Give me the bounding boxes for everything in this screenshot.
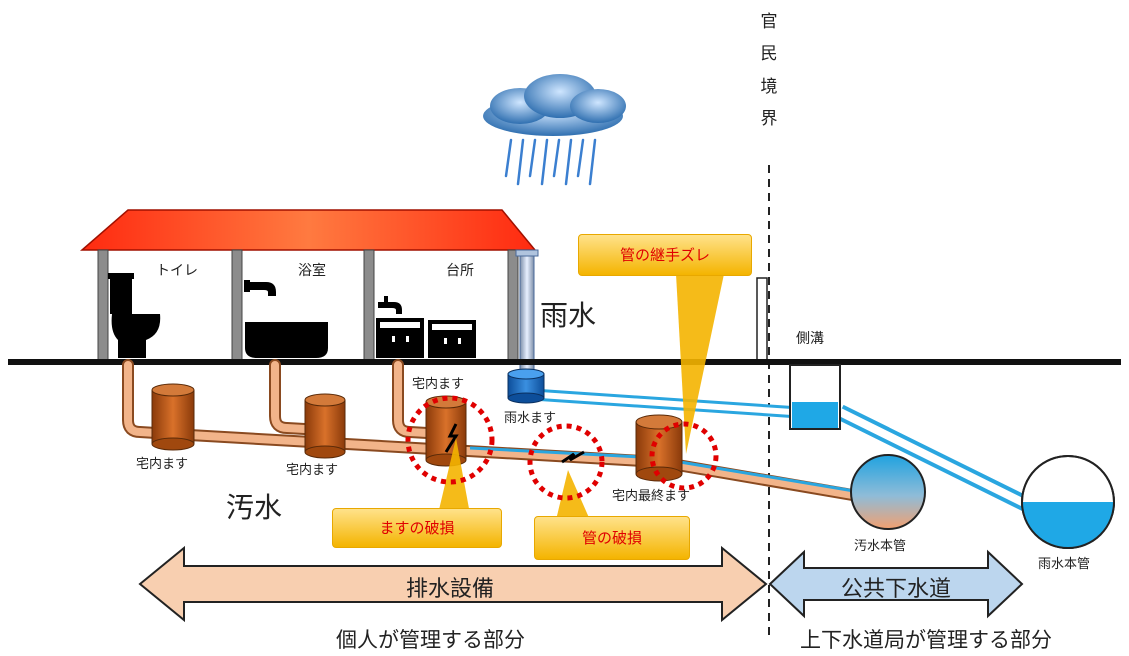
downspout-cap (515, 249, 539, 257)
room-label-toilet: トイレ (156, 263, 198, 279)
rain-main-label: 雨水本管 (1038, 557, 1091, 572)
toilet-icon (108, 273, 161, 358)
faucet-icon (244, 280, 276, 296)
house-pillar (97, 249, 109, 363)
house-pillar (231, 249, 243, 363)
house-pillar (507, 249, 519, 363)
crack-icon (444, 423, 459, 453)
callout-pipe-damage: 管の破損 (534, 516, 690, 560)
side-ditch (789, 364, 841, 430)
house-pillar (363, 249, 375, 363)
rain-main-pipe (1021, 455, 1115, 549)
sewage-main-label: 汚水本管 (854, 539, 907, 554)
rain-basin (507, 368, 545, 404)
final-basin (635, 414, 683, 482)
sewage-label: 汚水 (226, 491, 283, 524)
boundary-char: 境 (760, 76, 778, 97)
rain-cloud-icon (483, 74, 626, 186)
damage-ring (527, 423, 605, 501)
sewage-main-pipe (850, 454, 926, 530)
room-label-bath: 浴室 (298, 263, 326, 279)
house-roof (79, 209, 537, 251)
boundary-label: 官 民 境 界 (759, 6, 779, 135)
callout-pointer (556, 470, 590, 520)
final-basin-label: 宅内最終ます (612, 489, 691, 504)
callout-joint-shift: 管の継手ズレ (578, 234, 752, 276)
damage-ring (405, 395, 495, 485)
public-zone-label: 公共下水道 (840, 577, 951, 602)
callout-basin-damage: ますの破損 (332, 508, 502, 548)
boundary-char: 官 (760, 12, 778, 32)
private-footer: 個人が管理する部分 (336, 628, 525, 652)
room-label-kitchen: 台所 (446, 263, 474, 279)
boundary-char: 民 (760, 44, 778, 65)
water-flow-line (679, 460, 861, 494)
rainwater-label: 雨水 (540, 299, 597, 332)
house-basin (304, 393, 346, 459)
boundary-char: 界 (760, 108, 778, 129)
downspout (519, 251, 535, 373)
house-basin-damaged (425, 395, 467, 467)
sewage-pipe (122, 359, 876, 504)
bathtub-icon (245, 322, 328, 358)
rain-pipe (539, 389, 793, 418)
private-zone-label: 排水設備 (405, 577, 494, 602)
basin-label: 宅内ます (286, 463, 339, 478)
side-ditch-label: 側溝 (796, 331, 824, 347)
ground-line (8, 359, 1121, 365)
damage-ring (649, 421, 719, 491)
crack-icon (561, 450, 585, 464)
rain-pipe (836, 404, 1034, 514)
fence-post (756, 277, 768, 363)
kitchen-cabinet-icon (376, 318, 476, 358)
faucet-icon (378, 296, 402, 314)
public-zone-arrow (768, 549, 1024, 619)
basin-label: 宅内ます (136, 457, 189, 472)
rain-basin-label: 雨水ます (504, 411, 557, 426)
house-basin (151, 383, 195, 451)
callout-pointer (438, 438, 470, 514)
public-footer: 上下水道局が管理する部分 (800, 628, 1052, 652)
callout-pointer (676, 274, 724, 454)
water-flow-line (469, 446, 661, 460)
basin-label: 宅内ます (412, 377, 465, 392)
private-zone-arrow (138, 545, 768, 623)
